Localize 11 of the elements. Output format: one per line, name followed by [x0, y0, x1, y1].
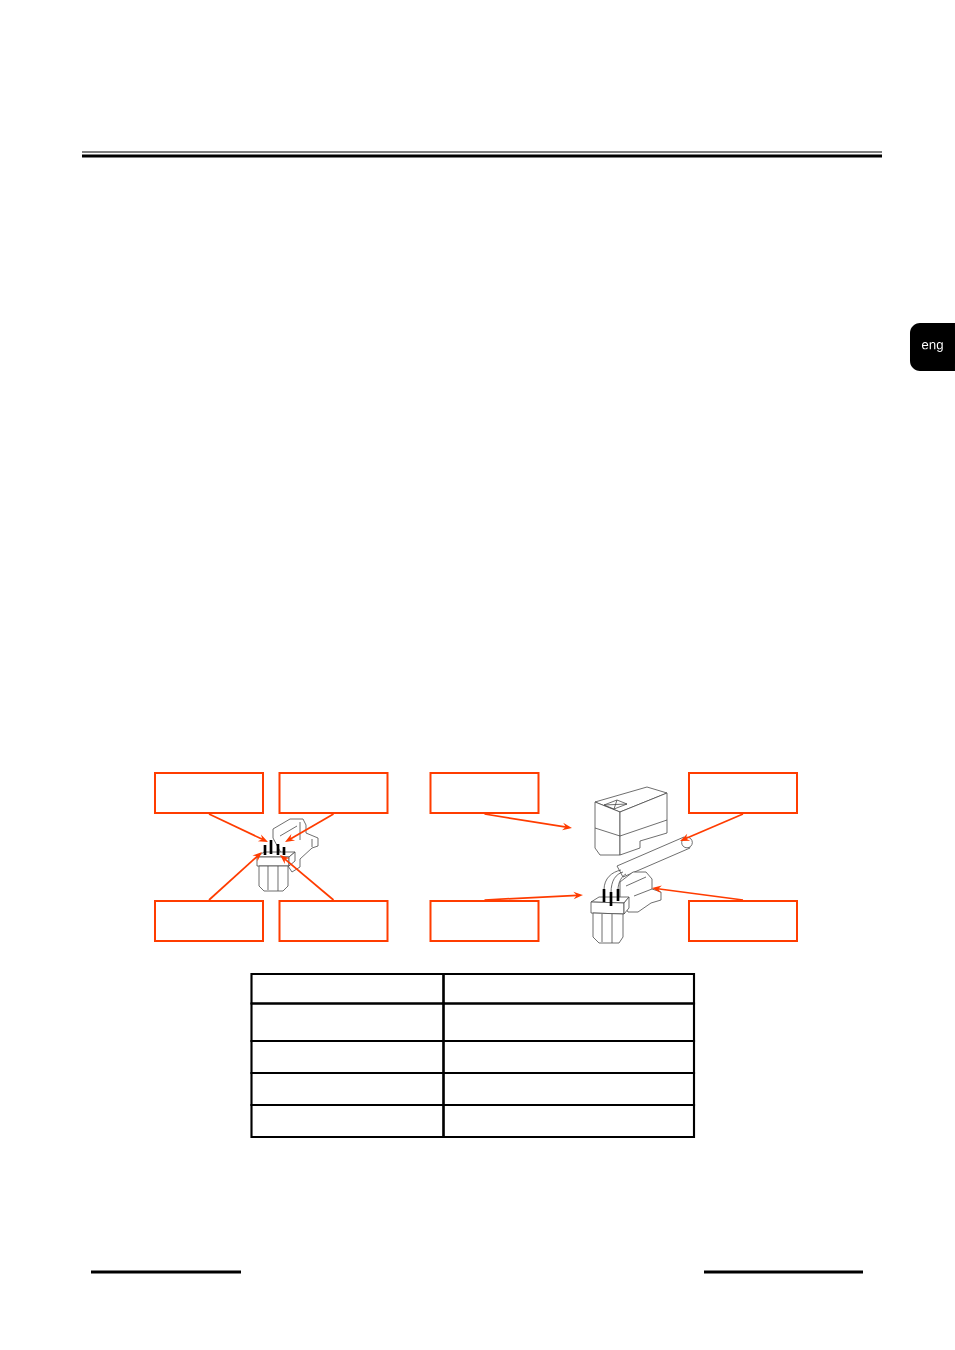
callout-box: [688, 900, 798, 942]
leader-arrow: [208, 852, 262, 901]
callout-box: [278, 900, 389, 942]
callout-box: [154, 772, 264, 814]
leader-arrow: [280, 855, 335, 901]
callout-box: [429, 900, 540, 942]
callout-box: [278, 772, 389, 814]
language-tab: eng: [910, 323, 955, 371]
callout-box: [154, 900, 264, 942]
callout-box: [688, 772, 798, 814]
callout-box: [429, 772, 540, 814]
